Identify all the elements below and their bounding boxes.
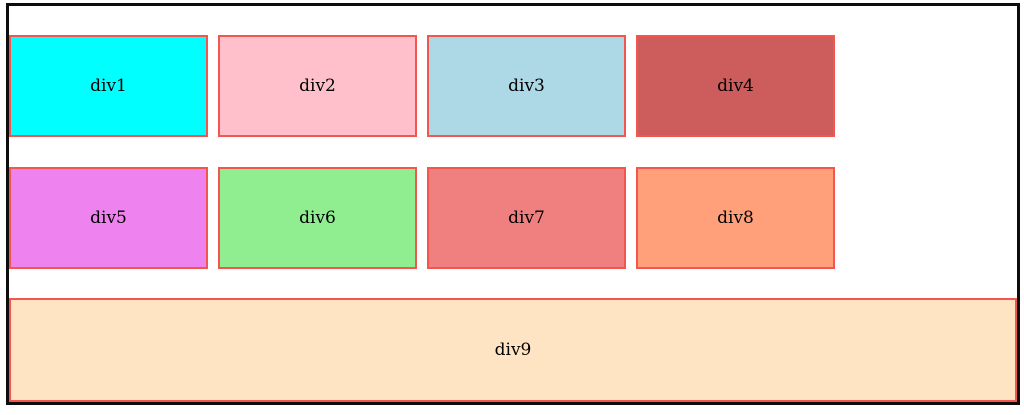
box-div7: div7 [427, 167, 626, 269]
box-div8: div8 [636, 167, 835, 269]
box-div3: div3 [427, 35, 626, 137]
page-frame: div1 div2 div3 div4 div5 div6 div7 div8 … [6, 3, 1020, 405]
box-div1: div1 [9, 35, 208, 137]
box-row-1: div1 div2 div3 div4 [9, 35, 1017, 137]
box-row-2: div5 div6 div7 div8 [9, 167, 1017, 269]
box-div6: div6 [218, 167, 417, 269]
box-div4: div4 [636, 35, 835, 137]
box-div2: div2 [218, 35, 417, 137]
box-div9: div9 [9, 298, 1017, 402]
box-div5: div5 [9, 167, 208, 269]
